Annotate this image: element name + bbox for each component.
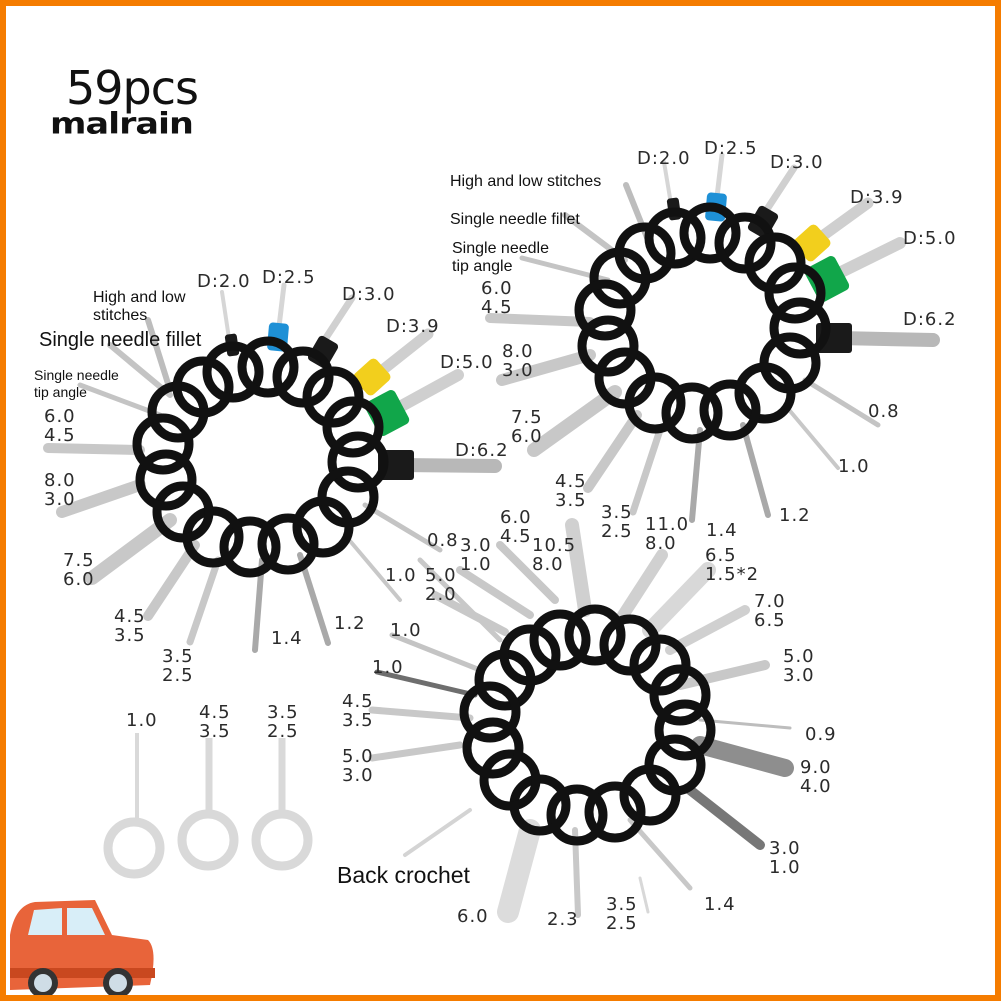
right-diameter-3-9: D:3.9 (850, 187, 904, 208)
bottom-size-2-3: 2.3 (547, 909, 579, 930)
left-type-high-low: High and low stitches (93, 289, 186, 324)
left-diameter-5-0: D:5.0 (440, 352, 494, 373)
right-diameter-3-0: D:3.0 (770, 152, 824, 173)
car-icon (10, 900, 155, 995)
bottom-size-3-1-b: 3.0 1.0 (769, 838, 801, 878)
right-size-3-5-2-5: 3.5 2.5 (601, 502, 633, 542)
right-size-4-5-3-5: 4.5 3.5 (555, 471, 587, 511)
left-diameter-2-5: D:2.5 (262, 267, 316, 288)
bottom-size-3-1: 3.0 1.0 (460, 535, 492, 575)
right-size-0-8: 0.8 (868, 401, 900, 422)
bottom-size-6-5-1-5x2: 6.5 1.5*2 (705, 545, 760, 585)
puller-size-4-5-3-5: 4.5 3.5 (199, 702, 231, 742)
bottom-size-5-3: 5.0 3.0 (783, 646, 815, 686)
bottom-size-7-6-5: 7.0 6.5 (754, 591, 786, 631)
bottom-size-11-8: 11.0 8.0 (645, 514, 690, 554)
bottom-size-6-0: 6.0 (457, 906, 489, 927)
bottom-set-rings (464, 609, 711, 841)
left-size-6-4-5: 6.0 4.5 (44, 406, 76, 446)
left-size-1-0: 1.0 (385, 565, 417, 586)
left-size-8-3: 8.0 3.0 (44, 470, 76, 510)
right-diameter-2-0: D:2.0 (637, 148, 691, 169)
left-type-fillet: Single needle fillet (39, 329, 202, 351)
bottom-size-1-4: 1.4 (704, 894, 736, 915)
tool-illustrations (10, 152, 940, 995)
right-type-tip-angle: Single needle tip angle (452, 240, 549, 275)
left-size-7-5-6: 7.5 6.0 (63, 550, 95, 590)
ring-pullers (103, 733, 313, 879)
right-size-6-4-5: 6.0 4.5 (481, 278, 513, 318)
left-diameter-2-0: D:2.0 (197, 271, 251, 292)
left-diameter-6-2: D:6.2 (455, 440, 509, 461)
right-type-fillet: Single needle fillet (450, 211, 580, 228)
right-size-1-4: 1.4 (706, 520, 738, 541)
puller-size-3-5-2-5: 3.5 2.5 (267, 702, 299, 742)
bottom-size-10-5-8: 10.5 8.0 (532, 535, 577, 575)
right-size-7-5-6: 7.5 6.0 (511, 407, 543, 447)
bottom-size-3-5-2-5: 3.5 2.5 (606, 894, 638, 934)
bottom-size-5-2: 5.0 2.0 (425, 565, 457, 605)
right-size-1-2: 1.2 (779, 505, 811, 526)
left-size-1-4: 1.4 (271, 628, 303, 649)
left-size-1-2: 1.2 (334, 613, 366, 634)
left-size-3-5-2-5: 3.5 2.5 (162, 646, 194, 686)
left-size-0-8: 0.8 (427, 530, 459, 551)
puller-size-1-0: 1.0 (126, 710, 158, 731)
bottom-size-1-0-a: 1.0 (390, 620, 422, 641)
right-set-rings (579, 207, 826, 439)
right-diameter-2-5: D:2.5 (704, 138, 758, 159)
left-type-tip-angle: Single needle tip angle (34, 367, 119, 400)
bottom-size-4-5-3-5: 4.5 3.5 (342, 691, 374, 731)
brand-name: malrain (50, 107, 194, 142)
bottom-size-6-4-5: 6.0 4.5 (500, 507, 532, 547)
bottom-set-pins (368, 518, 794, 923)
piece-count-label: 59pcs (66, 61, 199, 115)
left-size-4-5-3-5: 4.5 3.5 (114, 606, 146, 646)
bottom-size-9-4: 9.0 4.0 (800, 757, 832, 797)
left-diameter-3-0: D:3.0 (342, 284, 396, 305)
right-type-high-low: High and low stitches (450, 173, 602, 190)
bottom-type-back-crochet: Back crochet (337, 862, 470, 888)
bottom-size-1-0-b: 1.0 (372, 657, 404, 678)
left-diameter-3-9: D:3.9 (386, 316, 440, 337)
right-diameter-6-2: D:6.2 (903, 309, 957, 330)
right-size-1-0: 1.0 (838, 456, 870, 477)
bottom-size-5-3-b: 5.0 3.0 (342, 746, 374, 786)
right-diameter-5-0: D:5.0 (903, 228, 957, 249)
left-set-pins (43, 282, 502, 653)
right-size-8-3: 8.0 3.0 (502, 341, 534, 381)
bottom-size-0-9: 0.9 (805, 724, 837, 745)
left-set-rings (137, 341, 384, 573)
